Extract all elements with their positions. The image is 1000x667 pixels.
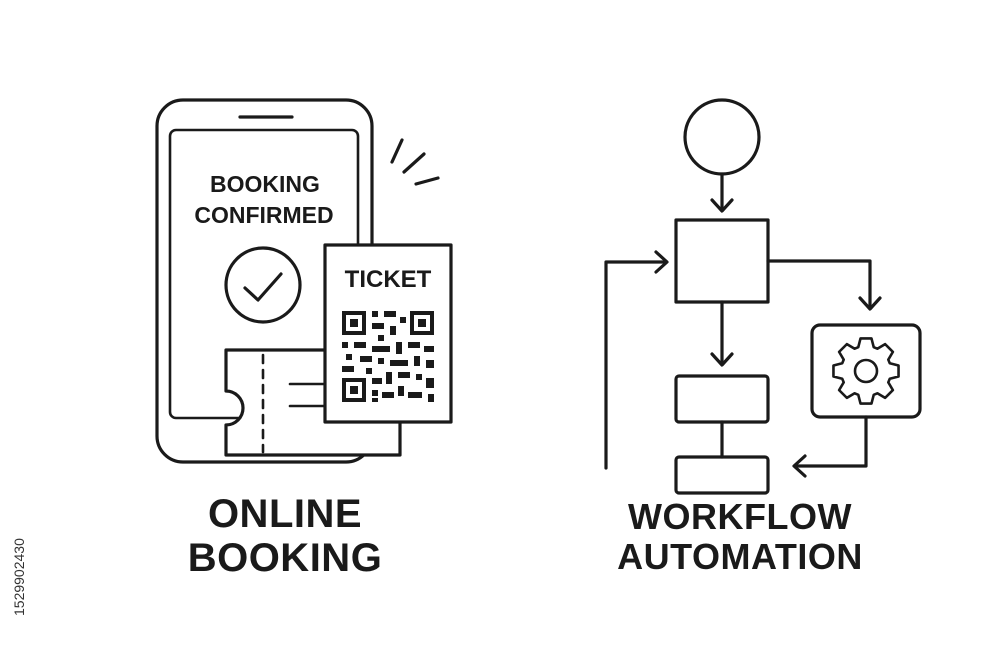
flow-step-node: [674, 374, 770, 424]
flow-end-node: [674, 455, 770, 495]
workflow-automation-caption: WORKFLOW AUTOMATION: [575, 497, 905, 577]
online-booking-illustration: BOOKING CONFIRMED TICKET: [155, 98, 453, 464]
flow-process-node: [674, 218, 770, 304]
gear-icon: [832, 337, 900, 405]
caption-left-line-2: BOOKING: [187, 536, 383, 580]
caption-right-line-1: WORKFLOW: [628, 496, 852, 537]
ticket-label: TICKET: [345, 266, 432, 293]
booking-confirmed-line-1: BOOKING: [210, 171, 320, 197]
flowchart-icon: [604, 98, 922, 495]
qr-code-icon: [342, 311, 434, 402]
booking-confirmed-line-2: CONFIRMED: [194, 202, 333, 228]
flow-start-node: [683, 98, 761, 176]
notification-lines-icon: [390, 138, 440, 186]
stock-id-label: 1529902430: [11, 538, 27, 616]
checkmark-icon: [224, 246, 302, 324]
caption-right-line-2: AUTOMATION: [617, 536, 863, 577]
stock-id-text: 1529902430: [11, 538, 27, 616]
caption-left-line-1: ONLINE: [207, 492, 363, 536]
online-booking-caption: ONLINE BOOKING: [130, 492, 440, 580]
